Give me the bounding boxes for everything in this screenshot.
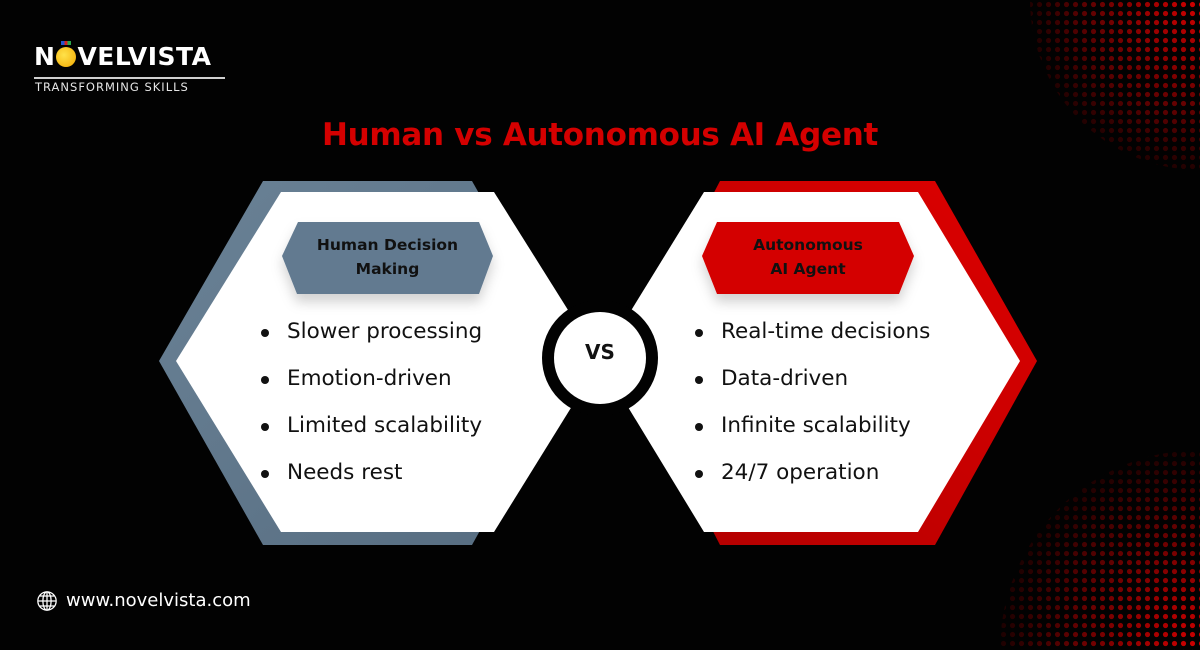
list-item: Infinite scalability xyxy=(695,412,930,459)
list-item: 24/7 operation xyxy=(695,459,930,506)
website-link[interactable]: www.novelvista.com xyxy=(66,590,251,611)
right-feature-list: Real-time decisions Data-driven Infinite… xyxy=(695,318,930,506)
left-heading-badge xyxy=(282,222,493,294)
right-heading-line1: Autonomous xyxy=(753,236,863,254)
list-item: Slower processing xyxy=(261,318,482,365)
left-feature-list: Slower processing Emotion-driven Limited… xyxy=(261,318,482,506)
list-item: Limited scalability xyxy=(261,412,482,459)
bullet-icon xyxy=(261,329,269,337)
bullet-icon xyxy=(695,376,703,384)
vs-circle xyxy=(542,300,658,416)
page-title: Human vs Autonomous AI Agent xyxy=(321,117,879,153)
bullet-icon xyxy=(261,470,269,478)
list-item: Data-driven xyxy=(695,365,930,412)
brand-name-end: VELVISTA xyxy=(77,42,212,71)
sun-icon xyxy=(56,41,77,67)
logo-divider xyxy=(34,77,225,79)
halftone-top-right xyxy=(1030,0,1200,170)
right-heading-badge xyxy=(702,222,914,294)
right-heading: Autonomous AI Agent xyxy=(702,233,914,281)
left-heading-line1: Human Decision xyxy=(316,236,459,254)
list-item: Needs rest xyxy=(261,459,482,506)
vs-label: VS xyxy=(585,340,615,364)
brand-name-start: N xyxy=(34,42,56,71)
globe-icon xyxy=(37,591,57,611)
left-heading: Human Decision Making xyxy=(282,233,493,281)
list-item: Emotion-driven xyxy=(261,365,482,412)
brand-tagline: TRANSFORMING SKILLS xyxy=(35,80,189,94)
bullet-icon xyxy=(261,376,269,384)
bullet-icon xyxy=(261,423,269,431)
right-heading-line2: AI Agent xyxy=(770,260,846,278)
list-item: Real-time decisions xyxy=(695,318,930,365)
brand-logo: N VELVISTA xyxy=(34,41,212,71)
bullet-icon xyxy=(695,423,703,431)
bullet-icon xyxy=(695,329,703,337)
halftone-bottom-right xyxy=(1000,450,1200,650)
left-heading-line2: Making xyxy=(355,260,420,278)
bullet-icon xyxy=(695,470,703,478)
